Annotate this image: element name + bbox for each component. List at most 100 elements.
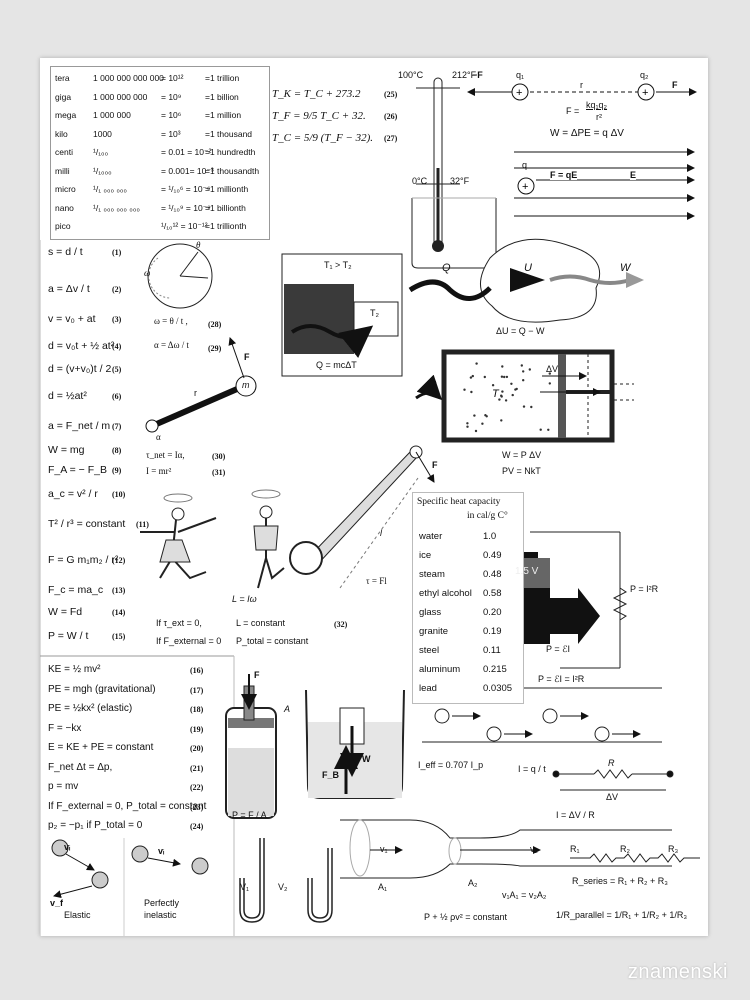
energy-equation: KE = ½ mv² <box>48 664 101 675</box>
temperature-conversion: T_C = 5/9 (T_F − 32). <box>272 132 374 144</box>
angular-velocity-diagram <box>147 243 213 309</box>
work-w-label: W <box>620 262 631 274</box>
heat-flow-condition: T₁ > T₂ <box>324 260 352 270</box>
material-name: steel <box>419 645 440 656</box>
equation-number: (4) <box>112 342 122 351</box>
material-name: water <box>419 531 443 542</box>
thermometer-icon <box>411 77 497 269</box>
equation-number: (22) <box>190 783 204 792</box>
energy-equation: p₂ = −p₁ if P_total = 0 <box>48 820 143 831</box>
internal-energy-diagram <box>408 238 644 323</box>
material-name: aluminum <box>419 664 461 675</box>
kinematics-equation: s = d / t <box>48 246 83 258</box>
figure-skater-icon <box>140 493 217 580</box>
svg-text:+: + <box>516 87 522 99</box>
celsius-100-label: 100°C <box>398 70 424 80</box>
prefix-value: 1 000 000 000 000 <box>93 73 164 83</box>
prefix-name: nano <box>55 202 74 213</box>
material-value: 1.0 <box>483 531 497 542</box>
wrench-arm-label: l <box>380 528 382 538</box>
voltage-drop-label: ΔV <box>606 792 619 802</box>
equation-number: (10) <box>112 490 126 499</box>
series-resistance-eq: R_series = R₁ + R₂ + R₃ <box>572 876 668 886</box>
heat-flow-diagram <box>281 253 403 377</box>
coulomb-diagram: + + + <box>467 83 697 220</box>
prefix-name: mega <box>55 110 77 120</box>
rod-force-label: F <box>244 352 250 362</box>
area-2-label: A₂ <box>468 878 478 888</box>
equation-number: (19) <box>190 724 204 734</box>
prefix-name: milli <box>55 165 70 176</box>
continuity-equation: v₁A₁ = v₂A₂ <box>502 890 547 900</box>
equation-number: (23) <box>190 802 204 812</box>
inelastic-label: inelastic <box>144 910 177 920</box>
coulomb-denominator: r² <box>596 112 602 122</box>
prefix-word: =1 trillion <box>205 73 240 83</box>
internal-energy-label: U <box>524 262 532 274</box>
prefix-value: ¹/₁ ₀₀₀ ₀₀₀ <box>93 184 127 194</box>
material-value: 0.49 <box>483 550 502 561</box>
material-name: lead <box>419 683 437 694</box>
gas-piston-diagram <box>415 349 634 443</box>
current-definition: I = q / t <box>518 764 546 774</box>
volume-2-label: V₂ <box>278 882 288 892</box>
equation-number: (8) <box>112 446 122 455</box>
material-name: glass <box>419 607 442 618</box>
material-value: 0.58 <box>483 588 502 599</box>
prefix-power: = 0.001= 10⁻³ <box>161 165 214 176</box>
prefix-word: =1 trillionth <box>205 221 247 231</box>
velocity-2-label: v₂ <box>530 844 538 854</box>
resistor-r-label: R <box>608 758 615 768</box>
prefix-value: 1 000 000 <box>93 110 131 120</box>
prefix-power: = 10⁶ <box>161 110 182 120</box>
equation-number: (15) <box>112 632 126 641</box>
equation-number: (13) <box>112 586 126 595</box>
prefix-value: ¹/₁ ₀₀₀ ₀₀₀ ₀₀₀ <box>93 202 140 213</box>
specific-heat-unit: in cal/g C° <box>467 511 508 521</box>
bernoulli-equation: P + ½ ρv² = constant <box>424 912 507 922</box>
equation-number: (18) <box>190 705 204 714</box>
kinematics-equation: F_c = ma_c <box>48 584 104 596</box>
prefix-word: =1 thousand <box>205 128 253 139</box>
prefix-power: = ¹/₁₀⁶ = 10⁻⁶ <box>161 184 211 194</box>
energy-equation: F = −kx <box>48 722 82 734</box>
collision-diagram <box>51 839 209 899</box>
energy-equation: If F_external = 0, P_total = constant <box>48 800 207 812</box>
prefix-power: ¹/₁₀¹² = 10⁻¹² <box>161 221 208 231</box>
ideal-gas-equation: PV = NkT <box>502 466 541 476</box>
prefix-word: =1 billionth <box>205 202 246 213</box>
energy-equation: PE = mgh (gravitational) <box>48 683 156 695</box>
rod-radius-label: r <box>194 388 197 398</box>
equation-number: (14) <box>112 608 126 617</box>
prefix-name: micro <box>55 184 76 194</box>
manometer-icon <box>239 838 333 923</box>
wrench-icon <box>289 445 435 589</box>
equation-number: (27) <box>384 134 398 143</box>
inelastic-velocity-label: vᵢ <box>158 846 165 856</box>
specific-heat-title: Specific heat capacity <box>417 497 501 507</box>
kinematics-equation: v = v₀ + at <box>48 313 96 325</box>
material-name: steam <box>419 569 445 580</box>
svg-text:+: + <box>522 181 528 193</box>
prefix-word: =1 thousandth <box>205 165 260 176</box>
emf-power-eq: P = ℰI <box>546 644 571 654</box>
equation-number: (21) <box>190 763 204 773</box>
l-constant: L = constant <box>236 618 285 628</box>
field-e-label: E <box>630 170 637 180</box>
torque-definition: τ = Fl <box>366 576 387 586</box>
if-external-force-zero: If F_external = 0 <box>156 636 222 646</box>
prefix-value: ¹/₁₀₀ <box>93 147 109 157</box>
equation-number: (1) <box>112 248 122 257</box>
equation-number: (2) <box>112 285 122 294</box>
temperature-conversion: T_K = T_C + 273.2 <box>272 88 361 100</box>
eq-num-32: (32) <box>334 620 348 629</box>
equation-number: (11) <box>136 520 149 529</box>
q2-label: q₂ <box>640 70 649 80</box>
work-equation: W = ΔPE = q ΔV <box>550 128 624 139</box>
r2-label: R₂ <box>620 844 630 854</box>
